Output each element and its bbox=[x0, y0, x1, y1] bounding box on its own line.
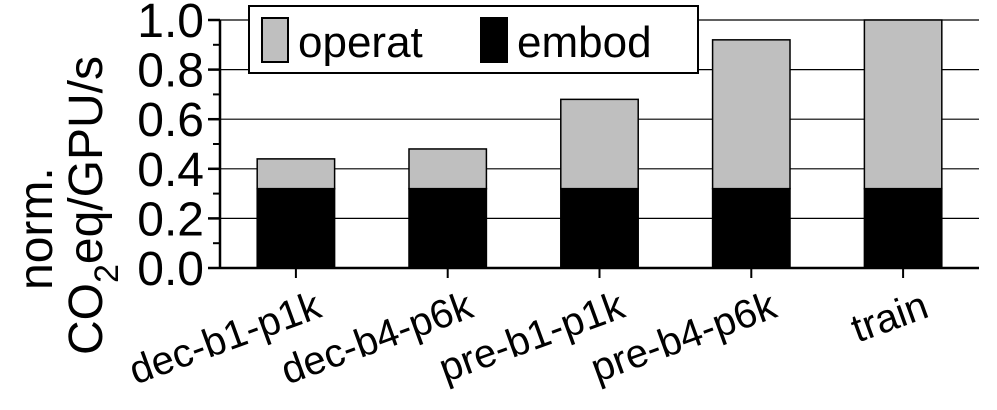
y-tick-label: 1.0 bbox=[137, 0, 204, 48]
bar-segment-operat bbox=[863, 19, 943, 190]
y-tick-labels: 0.00.20.40.60.81.0 bbox=[137, 0, 204, 296]
legend-swatch-operat bbox=[261, 17, 289, 63]
bar-segment-embod bbox=[863, 187, 943, 269]
bar-segment-operat bbox=[256, 158, 336, 190]
bar-series bbox=[256, 19, 943, 269]
legend-label-embod: embod bbox=[517, 18, 652, 67]
bar-segment-operat bbox=[560, 98, 639, 190]
x-tick-labels: dec-b1-p1kdec-b4-p6kpre-b1-p1kpre-b4-p6k… bbox=[123, 283, 933, 393]
bar-segment-embod bbox=[711, 187, 791, 269]
y-tick-label: 0.4 bbox=[137, 144, 204, 197]
y-axis-title-line1: norm. bbox=[10, 167, 63, 290]
y-axis-title-co: CO bbox=[60, 283, 113, 355]
y-axis-title-rest: eq/GPU/s bbox=[60, 56, 113, 264]
x-category-label: train bbox=[846, 283, 934, 351]
y-tick-label: 0.0 bbox=[137, 243, 204, 296]
bar-segment-embod bbox=[408, 187, 488, 269]
legend: operat embod bbox=[248, 5, 699, 74]
y-axis-title-line2: CO2eq/GPU/s bbox=[60, 56, 126, 355]
legend-box bbox=[248, 5, 699, 74]
y-axis-title: norm. CO2eq/GPU/s bbox=[10, 56, 126, 355]
y-axis-title-subscript: 2 bbox=[88, 264, 126, 283]
axes bbox=[208, 18, 979, 278]
y-tick-label: 0.8 bbox=[137, 45, 204, 98]
bar-segment-embod bbox=[256, 187, 336, 269]
bar-segment-operat bbox=[408, 148, 488, 190]
y-tick-label: 0.2 bbox=[137, 193, 204, 246]
bar-segment-operat bbox=[711, 39, 791, 190]
legend-label-operat: operat bbox=[298, 18, 423, 67]
y-tick-label: 0.6 bbox=[137, 94, 204, 147]
legend-swatch-embod bbox=[480, 17, 508, 63]
bar-segment-embod bbox=[560, 187, 639, 269]
